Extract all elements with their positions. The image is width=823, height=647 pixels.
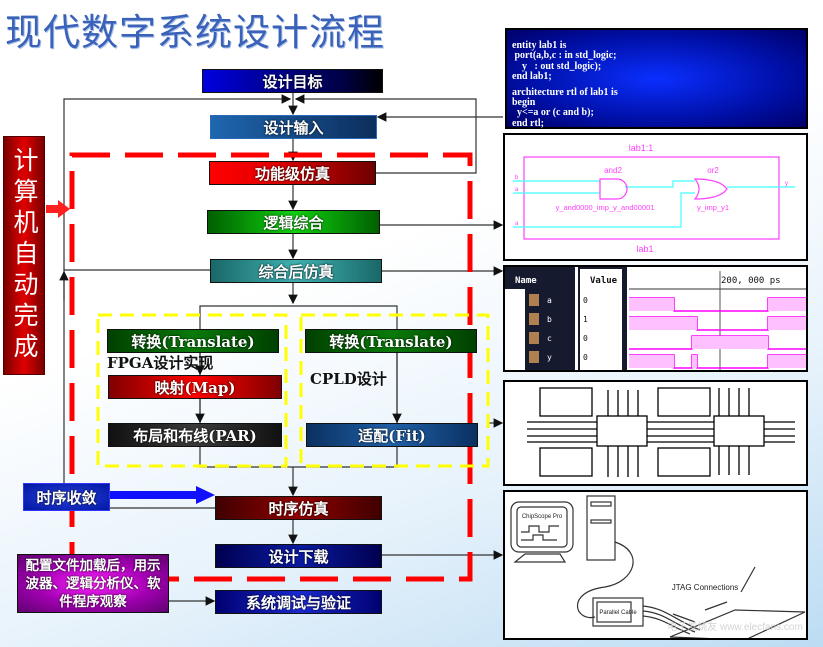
- chipscope-label: ChipScope Pro: [522, 514, 563, 520]
- waveform-panel: Name Value a 0 b 1 c 0 y 0 200, 000 ps: [503, 265, 808, 372]
- signal-icon: [529, 294, 539, 306]
- waveform-traces: [629, 297, 806, 369]
- fpga-label: FPGA设计实现: [107, 354, 214, 372]
- signal-name: c: [547, 334, 552, 343]
- output-label: y: [785, 181, 788, 187]
- chipscope-panel: ChipScope Pro Parallel Cable JTAG Connec…: [503, 490, 808, 640]
- cpld-region-border: [299, 313, 490, 468]
- signal-name: a: [547, 296, 552, 305]
- feedback-funcsim: [294, 94, 477, 174]
- code-line: y<=a or (c and b);: [512, 107, 594, 119]
- auto-region-border: [69, 152, 473, 582]
- step-download[interactable]: 设计下载: [215, 544, 382, 568]
- jtag-label: JTAG Connections: [672, 583, 739, 592]
- monitor-icon: [510, 501, 574, 553]
- rtl-schematic-panel: lab1:1 lab1 and2 y_and0000_imp_y_and0000…: [503, 133, 808, 261]
- step-cpld-translate[interactable]: 转换(Translate): [305, 329, 477, 353]
- signal-name: b: [547, 315, 552, 324]
- code-line: port(a,b,c : in std_logic;: [512, 50, 617, 62]
- or-gate-label: or2: [707, 166, 719, 175]
- parallel-cable-icon: [592, 597, 644, 627]
- debug-note-box: 配置文件加载后，用示波器、逻辑分析仪、软件程序观察: [17, 554, 169, 613]
- step-timing-sim[interactable]: 时序仿真: [215, 496, 382, 520]
- step-design-input[interactable]: 设计输入: [210, 115, 377, 139]
- value-header: Value: [590, 276, 618, 286]
- timing-closure-box[interactable]: 时序收敛: [23, 483, 110, 511]
- or-inst-label: y_imp_y1: [697, 203, 729, 212]
- step-post-synth-sim[interactable]: 综合后仿真: [210, 259, 382, 283]
- input-label: a: [515, 187, 519, 193]
- signal-value: 0: [583, 353, 588, 362]
- step-fit[interactable]: 适配(Fit): [306, 423, 478, 447]
- signal-value: 0: [583, 334, 588, 343]
- code-line: architecture rtl of lab1 is: [512, 87, 618, 99]
- fpga-layout-diagram: [527, 387, 795, 477]
- signal-icon: [529, 351, 539, 363]
- cursor-time-label: 200, 000 ps: [721, 276, 781, 286]
- code-line: y : out std_logic);: [512, 60, 602, 72]
- step-map[interactable]: 映射(Map): [108, 375, 282, 399]
- signal-icon: [529, 313, 539, 325]
- signal-icon: [529, 332, 539, 344]
- cpld-label: CPLD设计: [310, 370, 387, 388]
- pc-tower-icon: [586, 495, 616, 561]
- fpga-layout-panel: [503, 380, 808, 486]
- input-label: a: [515, 221, 519, 227]
- module-border: [523, 156, 780, 240]
- code-line: end lab1;: [512, 70, 552, 82]
- feedback-left: [63, 94, 292, 488]
- step-design-goal[interactable]: 设计目标: [202, 69, 383, 93]
- and-gate-icon: [599, 178, 628, 200]
- step-functional-sim[interactable]: 功能级仿真: [209, 161, 376, 185]
- module-top-label: lab1:1: [629, 143, 654, 153]
- signal-value: 0: [583, 296, 588, 305]
- blue-arrow-icon: [110, 486, 215, 504]
- name-header: Name: [515, 276, 537, 286]
- and-gate-label: and2: [604, 166, 622, 175]
- code-line: entity lab1 is: [512, 40, 567, 52]
- step-logic-synthesis[interactable]: 逻辑综合: [207, 210, 380, 234]
- cable-label: Parallel Cable: [599, 610, 637, 616]
- page-title: 现代数字系统设计流程: [5, 11, 385, 54]
- auto-complete-label: 计算机自动完成: [3, 136, 45, 375]
- signal-rows: a 0 b 1 c 0 y 0: [529, 294, 588, 363]
- signal-name: y: [547, 353, 552, 362]
- vhdl-code-panel: entity lab1 is port(a,b,c : in std_logic…: [505, 28, 808, 129]
- or-gate-icon: [693, 178, 728, 200]
- step-par[interactable]: 布局和布线(PAR): [108, 423, 282, 447]
- input-label: b: [515, 175, 519, 181]
- code-line: end rtl;: [512, 117, 544, 129]
- module-bottom-label: lab1: [636, 244, 653, 254]
- signal-value: 1: [583, 315, 588, 324]
- and-inst-label: y_and0000_imp_y_and00001: [556, 203, 655, 212]
- watermark: 电子发烧友 www.elecfans.com: [667, 620, 803, 633]
- step-fpga-translate[interactable]: 转换(Translate): [107, 329, 279, 353]
- red-arrow-icon: [46, 200, 70, 218]
- step-verify[interactable]: 系统调试与验证: [215, 590, 382, 614]
- code-line: begin: [512, 97, 536, 109]
- fpga-region-border: [96, 313, 288, 468]
